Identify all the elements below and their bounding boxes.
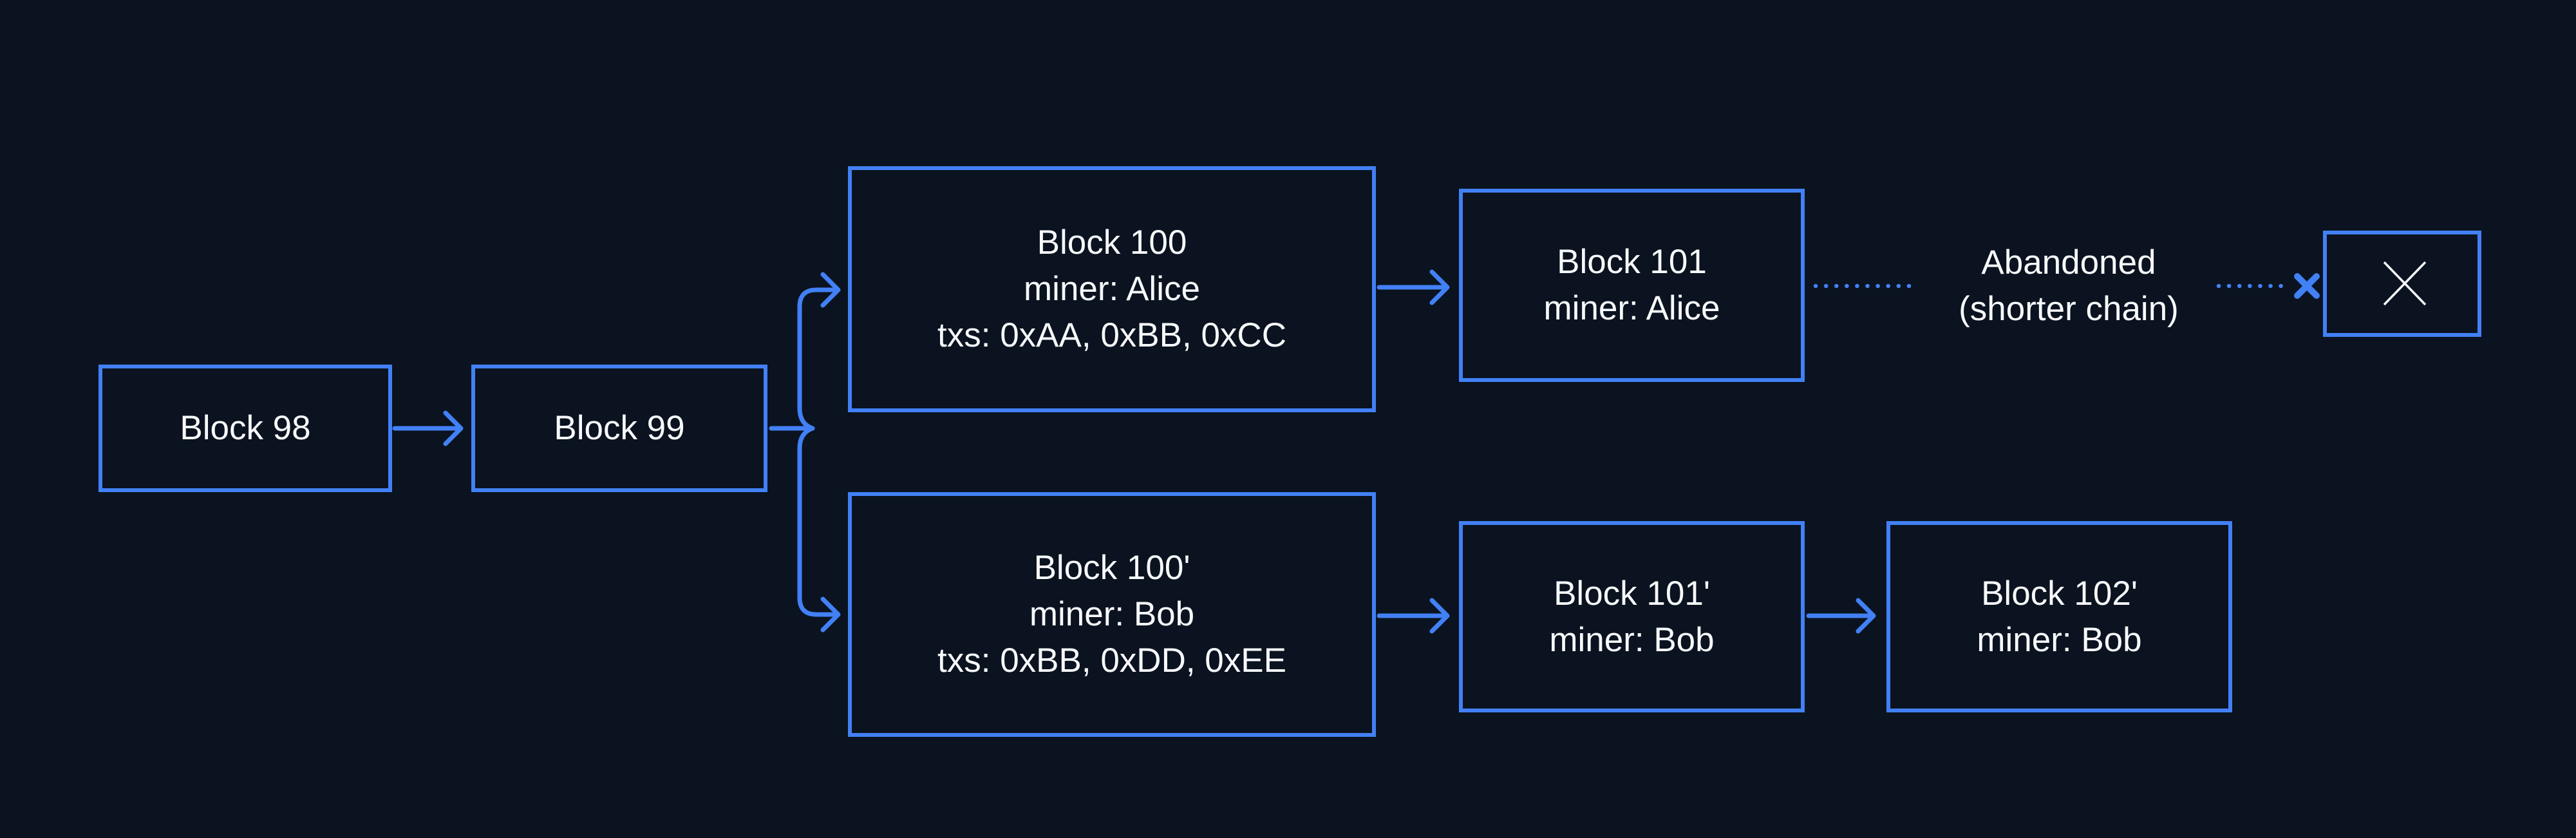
block-title: Block 101': [1554, 574, 1710, 613]
fork-branch-down: [797, 426, 836, 617]
block-title: Block 99: [554, 409, 685, 447]
arrowhead-101p-102p-icon: [1856, 598, 1876, 634]
block-98-box: Block 98: [99, 365, 392, 492]
block-txs: txs: 0xAA, 0xBB, 0xCC: [937, 316, 1286, 354]
fork-branch-up: [797, 287, 836, 431]
block-title: Block 102': [1981, 574, 2138, 613]
block-miner: miner: Alice: [1024, 270, 1200, 308]
arrowhead-100-101-icon: [1429, 269, 1450, 305]
block-100-prime-box: Block 100' miner: Bob txs: 0xBB, 0xDD, 0…: [848, 492, 1376, 737]
discard-x-icon: [2383, 261, 2427, 306]
block-100-box: Block 100 miner: Alice txs: 0xAA, 0xBB, …: [848, 166, 1376, 412]
block-miner: miner: Bob: [1029, 595, 1195, 633]
block-102-prime-box: Block 102' miner: Bob: [1886, 521, 2232, 712]
block-title: Block 101: [1557, 243, 1707, 281]
abandoned-note-line1: Abandoned: [1981, 243, 2156, 281]
block-101-box: Block 101 miner: Alice: [1459, 189, 1805, 382]
arrowhead-100p-101p-icon: [1429, 598, 1450, 634]
block-title: Block 98: [180, 409, 311, 447]
discarded-block-box: [2323, 231, 2481, 337]
block-miner: miner: Bob: [1549, 620, 1715, 659]
arrowhead-98-99-icon: [443, 410, 464, 446]
block-99-box: Block 99: [471, 365, 767, 492]
abandoned-note: Abandoned (shorter chain): [1924, 240, 2214, 332]
block-txs: txs: 0xBB, 0xDD, 0xEE: [937, 642, 1286, 680]
abandoned-note-line2: (shorter chain): [1959, 290, 2179, 328]
arrowhead-fork-down-icon: [820, 596, 841, 633]
block-miner: miner: Bob: [1977, 620, 2142, 659]
block-miner: miner: Alice: [1543, 289, 1720, 327]
x-arrowhead-icon: [2294, 273, 2320, 299]
arrowhead-fork-up-icon: [820, 272, 841, 308]
block-title: Block 100: [1037, 224, 1187, 262]
block-101-prime-box: Block 101' miner: Bob: [1459, 521, 1805, 712]
block-title: Block 100': [1033, 549, 1190, 587]
